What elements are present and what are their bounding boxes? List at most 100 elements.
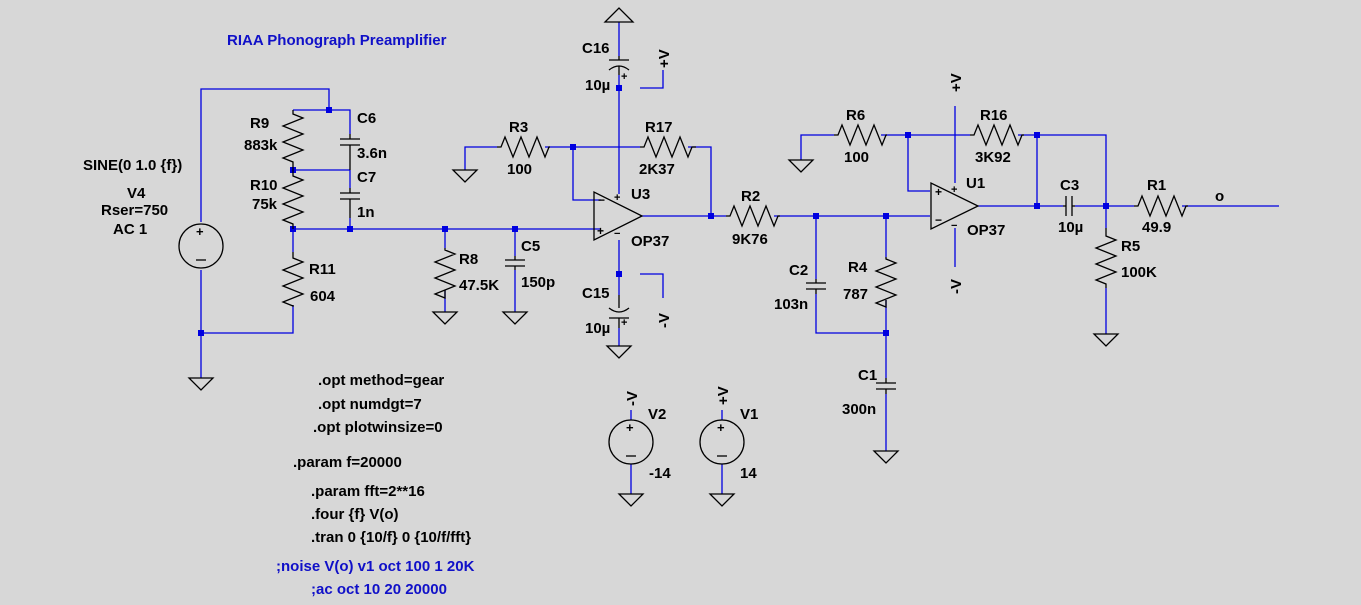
r16-value: 3K92 — [975, 149, 1011, 166]
directive-param-f: .param f=20000 — [293, 454, 402, 471]
capacitor-c6-symbol[interactable] — [340, 134, 360, 170]
u3-value: OP37 — [631, 233, 669, 250]
resistor-r17-symbol[interactable] — [640, 135, 696, 159]
c15-ref: C15 — [582, 285, 610, 302]
c16-ref: C16 — [582, 40, 610, 57]
r5-ref: R5 — [1121, 238, 1140, 255]
resistor-r4-symbol[interactable] — [874, 257, 898, 308]
r5-value: 100K — [1121, 264, 1157, 281]
supply-arrow-top — [603, 7, 635, 23]
capacitor-c7-symbol[interactable] — [340, 188, 360, 218]
resistor-r11-symbol[interactable] — [281, 252, 305, 307]
resistor-r16-symbol[interactable] — [970, 123, 1024, 147]
r17-ref: R17 — [645, 119, 673, 136]
v1-value: 14 — [740, 465, 757, 482]
capacitor-c1-symbol[interactable] — [876, 378, 896, 394]
v2-ref: V2 — [648, 406, 666, 423]
source-v4-symbol[interactable]: + — [178, 223, 224, 269]
source-v2-symbol[interactable]: + — [608, 419, 654, 465]
c7-ref: C7 — [357, 169, 376, 186]
r9-ref: R9 — [250, 115, 269, 132]
comment-ac: ;ac oct 10 20 20000 — [311, 581, 447, 598]
r1-value: 49.9 — [1142, 219, 1171, 236]
r4-value: 787 — [843, 286, 868, 303]
svg-text:−: − — [935, 213, 942, 227]
resistor-r9-symbol[interactable] — [281, 110, 305, 170]
capacitor-c16-symbol[interactable]: + — [608, 56, 630, 83]
u1-ref: U1 — [966, 175, 985, 192]
svg-text:+: + — [614, 192, 620, 204]
opamp-u3-symbol[interactable]: − + + − — [593, 190, 644, 242]
v4-value: SINE(0 1.0 {f}) — [83, 157, 182, 174]
svg-text:+: + — [717, 420, 725, 435]
resistor-r10-symbol[interactable] — [281, 170, 305, 229]
v2-value: -14 — [649, 465, 671, 482]
u1-value: OP37 — [967, 222, 1005, 239]
directive-tran: .tran 0 {10/f} 0 {10/f/fft} — [311, 529, 471, 546]
c15-value: 10µ — [585, 320, 610, 337]
c7-value: 1n — [357, 204, 375, 221]
r10-ref: R10 — [250, 177, 278, 194]
svg-text:−: − — [598, 193, 605, 207]
c3-ref: C3 — [1060, 177, 1079, 194]
v4-ref: V4 — [127, 185, 146, 202]
directive-opt-numdgt: .opt numdgt=7 — [318, 396, 422, 413]
c5-value: 150p — [521, 274, 555, 291]
svg-text:−: − — [614, 228, 620, 240]
r8-value: 47.5K — [459, 277, 499, 294]
v1-ref: V1 — [740, 406, 758, 423]
r2-ref: R2 — [741, 188, 760, 205]
resistor-r5-symbol[interactable] — [1094, 228, 1118, 288]
svg-text:+: + — [621, 317, 627, 329]
schematic-title: RIAA Phonograph Preamplifier — [227, 32, 447, 49]
net-label-vpos-v1: +V — [715, 386, 732, 405]
r2-value: 9K76 — [732, 231, 768, 248]
r8-ref: R8 — [459, 251, 478, 268]
comment-noise: ;noise V(o) v1 oct 100 1 20K — [276, 558, 475, 575]
c2-value: 103n — [774, 296, 808, 313]
r6-value: 100 — [844, 149, 869, 166]
r9-value: 883k — [244, 137, 278, 154]
wires — [200, 22, 1279, 494]
net-label-vpos-c16: +V — [656, 49, 673, 68]
resistor-r6-symbol[interactable] — [834, 123, 887, 147]
c1-ref: C1 — [858, 367, 877, 384]
opamp-u1-symbol[interactable]: + − + − — [930, 181, 980, 232]
resistor-r3-symbol[interactable] — [497, 135, 550, 159]
net-label-output: o — [1215, 188, 1224, 205]
svg-text:+: + — [196, 224, 204, 239]
capacitor-c3-symbol[interactable] — [1063, 196, 1075, 216]
r17-value: 2K37 — [639, 161, 675, 178]
r4-ref: R4 — [848, 259, 868, 276]
svg-text:+: + — [597, 224, 604, 238]
source-v1-symbol[interactable]: + — [699, 419, 745, 465]
resistor-r1-symbol[interactable] — [1134, 194, 1188, 218]
r1-ref: R1 — [1147, 177, 1166, 194]
c3-value: 10µ — [1058, 219, 1083, 236]
net-label-vneg-c15: -V — [656, 313, 673, 328]
c16-value: 10µ — [585, 77, 610, 94]
directive-opt-method: .opt method=gear — [318, 372, 444, 389]
capacitor-c15-symbol[interactable]: + — [608, 295, 630, 329]
r11-value: 604 — [310, 288, 336, 305]
r16-ref: R16 — [980, 107, 1008, 124]
c1-value: 300n — [842, 401, 876, 418]
capacitor-c5-symbol[interactable] — [505, 256, 525, 270]
svg-text:+: + — [621, 71, 627, 83]
c6-value: 3.6n — [357, 145, 387, 162]
r3-ref: R3 — [509, 119, 528, 136]
r3-value: 100 — [507, 161, 532, 178]
net-label-vpos-u1: +V — [948, 73, 965, 92]
ground-symbols — [187, 159, 1120, 507]
svg-text:+: + — [626, 420, 634, 435]
net-label-vneg-v2: -V — [624, 391, 641, 406]
c5-ref: C5 — [521, 238, 540, 255]
v4-ac: AC 1 — [113, 221, 147, 238]
svg-text:−: − — [951, 220, 957, 232]
resistor-r2-symbol[interactable] — [726, 204, 780, 228]
net-label-vneg-u1: -V — [948, 279, 965, 294]
capacitor-c2-symbol[interactable] — [806, 279, 826, 294]
directive-param-fft: .param fft=2**16 — [311, 483, 425, 500]
resistor-r8-symbol[interactable] — [433, 248, 457, 299]
